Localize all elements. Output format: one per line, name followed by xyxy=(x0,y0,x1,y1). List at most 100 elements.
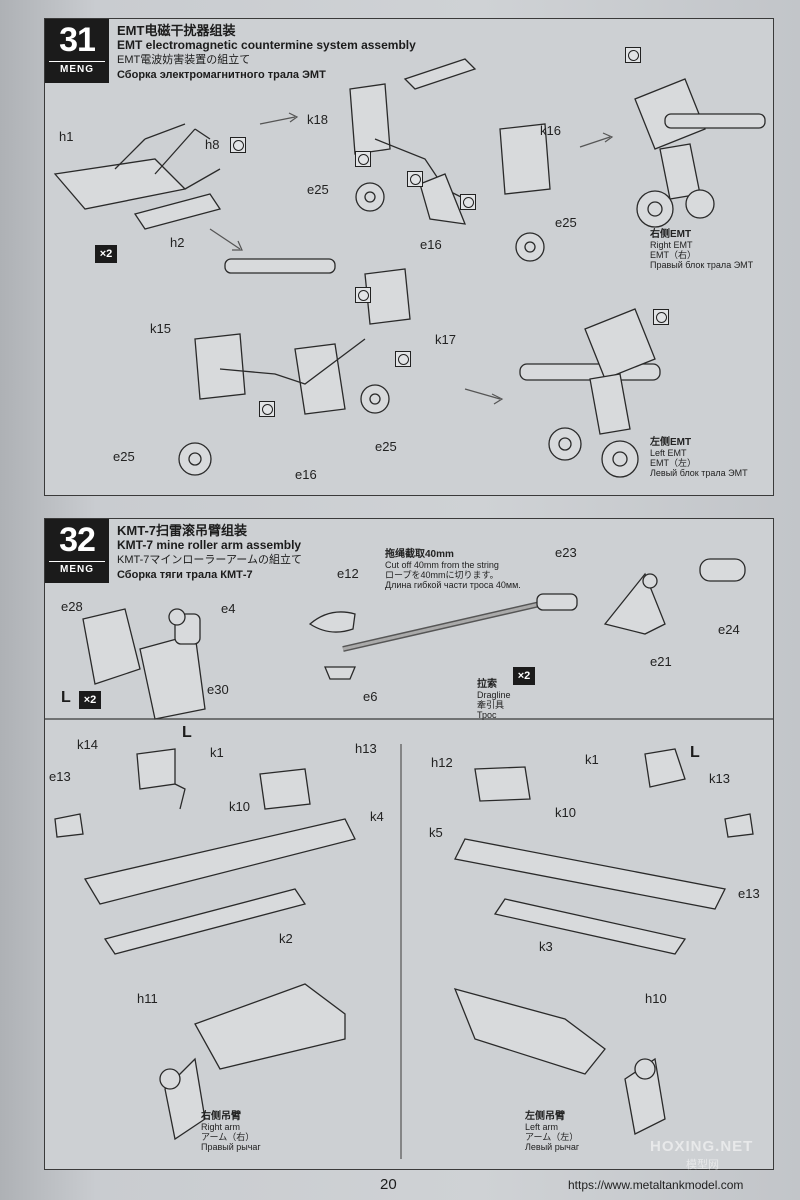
part-label: e24 xyxy=(718,622,740,637)
dragline-note: 拉索 Dragline 牽引具 Трос xyxy=(477,679,511,721)
part-label: e25 xyxy=(307,182,329,197)
right-arm-caption: 右侧吊臂 Right arm アーム（右） Правый рычаг xyxy=(201,1111,261,1153)
note-jp: ロープを40mmに切ります。 xyxy=(385,570,499,580)
step-31-badge: 31 MENG xyxy=(45,19,109,83)
part-label: e16 xyxy=(420,237,442,252)
part-label: h10 xyxy=(645,991,667,1006)
quantity-badge: ×2 xyxy=(79,691,101,709)
note-cn: 拖绳截取40mm xyxy=(385,549,454,560)
caption-en: Right arm xyxy=(201,1122,241,1132)
step-31-titles: EMT电磁干扰器组装 EMT electromagnetic countermi… xyxy=(117,23,416,83)
caption-en: Left arm xyxy=(525,1122,559,1132)
part-label: e16 xyxy=(295,467,317,482)
part-label: e25 xyxy=(375,439,397,454)
remove-part-icon xyxy=(259,401,275,417)
right-panel-arm-frame xyxy=(454,748,754,955)
part-label: h8 xyxy=(205,137,220,152)
caption-jp: アーム（右） xyxy=(201,1132,255,1142)
remove-part-icon xyxy=(653,309,669,325)
part-label: k10 xyxy=(555,805,576,820)
left-side-mark: L xyxy=(690,744,700,761)
step-31-diagram xyxy=(53,58,766,478)
part-label: k15 xyxy=(150,321,171,336)
brand-logo: MENG xyxy=(49,561,105,575)
caption-ru: Правый рычаг xyxy=(201,1142,261,1152)
part-label: k18 xyxy=(307,112,328,127)
caption-cn: 右侧EMT xyxy=(650,229,692,240)
part-label: k17 xyxy=(435,332,456,347)
flow-arrows xyxy=(209,112,614,405)
part-label: e4 xyxy=(221,601,236,616)
part-label: e30 xyxy=(207,682,229,697)
right-emt-caption: 右侧EMT Right EMT EMT（右） Правый блок трала… xyxy=(650,229,754,271)
title-jp: EMT電波妨害装置の組立て xyxy=(117,54,251,66)
note-en: Cut off 40mm from the string xyxy=(385,560,499,570)
caption-jp: EMT（左） xyxy=(650,458,696,468)
left-arm-caption: 左侧吊臂 Left arm アーム（左） Левый рычаг xyxy=(525,1111,579,1153)
part-label: h12 xyxy=(431,755,453,770)
caption-jp: アーム（左） xyxy=(525,1132,579,1142)
note-jp: 牽引具 xyxy=(477,700,505,710)
note-cn: 拉索 xyxy=(477,679,497,690)
caption-cn: 左侧吊臂 xyxy=(525,1111,565,1122)
part-label: e6 xyxy=(363,689,378,704)
part-label: e25 xyxy=(555,215,577,230)
remove-part-icon xyxy=(625,47,641,63)
title-en: KMT-7 mine roller arm assembly xyxy=(117,538,302,552)
remove-part-icon xyxy=(355,151,371,167)
caption-jp: EMT（右） xyxy=(650,250,696,260)
step-number: 32 xyxy=(59,521,96,559)
remove-part-icon xyxy=(395,351,411,367)
quantity-badge: ×2 xyxy=(95,245,117,263)
step-31-panel: 31 MENG EMT电磁干扰器组装 EMT electromagnetic c… xyxy=(44,18,774,496)
watermark: HOXING.NET xyxy=(650,1138,754,1155)
emt-left-exploded xyxy=(178,258,411,476)
emt-left-assembled xyxy=(519,308,661,478)
caption-cn: 右侧吊臂 xyxy=(201,1111,241,1122)
part-label: h1 xyxy=(59,129,74,144)
left-panel-arm-frame xyxy=(54,748,356,955)
caption-ru: Левый блок трала ЭМТ xyxy=(650,468,748,478)
part-label: e23 xyxy=(555,545,577,560)
part-label: e28 xyxy=(61,599,83,614)
remove-part-icon xyxy=(407,171,423,187)
part-label: k14 xyxy=(77,737,98,752)
tow-hook-parts xyxy=(603,558,746,635)
title-ru: Сборка электромагнитного трала ЭМТ xyxy=(117,69,326,81)
part-label: h13 xyxy=(355,741,377,756)
part-label: k1 xyxy=(210,745,224,760)
step-number: 31 xyxy=(59,21,96,59)
part-label: e25 xyxy=(113,449,135,464)
page-number: 20 xyxy=(380,1176,397,1193)
roller-bracket-parts xyxy=(82,608,206,720)
left-panel-arm-assembled xyxy=(159,983,346,1141)
title-cn: EMT电磁干扰器组装 xyxy=(117,23,236,38)
note-ru: Длина гибкой части троса 40мм. xyxy=(385,580,521,590)
note-ru: Трос xyxy=(477,710,497,720)
emt-right-exploded xyxy=(349,58,551,262)
part-label: e12 xyxy=(337,566,359,581)
part-label: h2 xyxy=(170,235,185,250)
brand-logo: MENG xyxy=(49,61,105,75)
part-label: k10 xyxy=(229,799,250,814)
title-jp: KMT-7マインローラーアームの組立て xyxy=(117,554,302,566)
part-label: k5 xyxy=(429,825,443,840)
part-label: k2 xyxy=(279,931,293,946)
left-side-mark: L xyxy=(182,724,192,741)
quantity-badge: ×2 xyxy=(513,667,535,685)
left-side-mark: L xyxy=(61,689,71,706)
step-32-panel: 32 MENG KMT-7扫雷滚吊臂组装 KMT-7 mine roller a… xyxy=(44,518,774,1170)
part-label: k13 xyxy=(709,771,730,786)
remove-part-icon xyxy=(355,287,371,303)
part-label: e21 xyxy=(650,654,672,669)
emt-frame-part xyxy=(53,123,222,230)
source-url[interactable]: https://www.metaltankmodel.com xyxy=(568,1178,744,1192)
part-label: e13 xyxy=(49,769,71,784)
caption-en: Left EMT xyxy=(650,448,687,458)
left-emt-caption: 左侧EMT Left EMT EMT（左） Левый блок трала Э… xyxy=(650,437,748,479)
note-en: Dragline xyxy=(477,690,511,700)
string-cut-note: 拖绳截取40mm Cut off 40mm from the string ロー… xyxy=(385,549,521,591)
caption-ru: Правый блок трала ЭМТ xyxy=(650,260,754,270)
right-panel-arm-assembled xyxy=(453,988,666,1135)
